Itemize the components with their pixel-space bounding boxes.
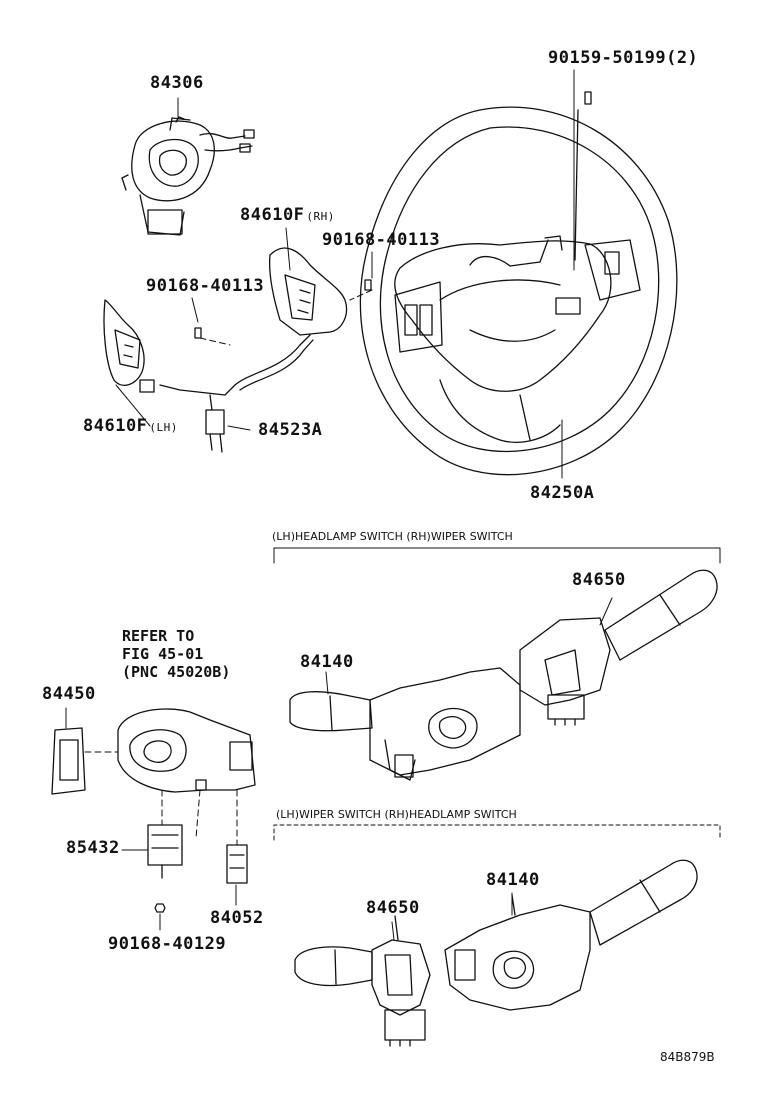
part-label-84140-bottom[interactable]: 84140 (486, 870, 540, 890)
paddle-switch-rh-drawing (159, 247, 348, 396)
steering-lock-drawing (51, 708, 256, 913)
part-label-90168-40129[interactable]: 90168-40129 (108, 934, 227, 954)
part-label-84650-bottom[interactable]: 84650 (366, 898, 420, 918)
leader-lines (65, 69, 613, 941)
part-label-84306[interactable]: 84306 (150, 73, 204, 93)
refer-note-line1: REFER TO (122, 627, 195, 645)
part-label-84052[interactable]: 84052 (210, 908, 264, 928)
part-label-90168-40113-rh[interactable]: 90168-40113 (322, 230, 441, 250)
part-label-84250a[interactable]: 84250A (530, 483, 595, 503)
part-label-84650-top[interactable]: 84650 (572, 570, 626, 590)
spiral-cable-drawing (121, 116, 255, 236)
part-label-84610f-lh[interactable]: 84610F(LH) (83, 416, 178, 436)
combo-switch-top-drawing (289, 569, 718, 781)
part-label-90168-40113-lh[interactable]: 90168-40113 (146, 276, 265, 296)
side-suffix-rh: (RH) (306, 210, 335, 223)
section-brackets (273, 547, 721, 841)
side-suffix-lh: (LH) (149, 421, 178, 434)
part-label-84610f-rh[interactable]: 84610F(RH) (240, 205, 335, 225)
dashed-assembly-lines (84, 289, 373, 846)
steering-wheel-drawing (359, 91, 678, 476)
part-number-84610f-lh: 84610F (83, 416, 148, 436)
section-title-top: (LH)HEADLAMP SWITCH (RH)WIPER SWITCH (272, 530, 513, 543)
part-label-85432[interactable]: 85432 (66, 838, 120, 858)
combo-switch-bottom-drawing (294, 859, 698, 1047)
part-label-90159-50199[interactable]: 90159-50199(2) (548, 48, 699, 68)
part-label-84523a[interactable]: 84523A (258, 420, 323, 440)
part-label-84450[interactable]: 84450 (42, 684, 96, 704)
part-number-84610f-rh: 84610F (240, 205, 305, 225)
section-title-bottom: (LH)WIPER SWITCH (RH)HEADLAMP SWITCH (276, 808, 517, 821)
refer-note-line2: FIG 45-01 (122, 645, 204, 663)
refer-note: REFER TO FIG 45-01 (PNC 45020B) (122, 627, 230, 681)
paddle-switch-lh-drawing (103, 279, 372, 453)
refer-note-line3: (PNC 45020B) (122, 663, 231, 681)
part-label-84140-top[interactable]: 84140 (300, 652, 354, 672)
diagram-code: 84B879B (660, 1050, 715, 1064)
